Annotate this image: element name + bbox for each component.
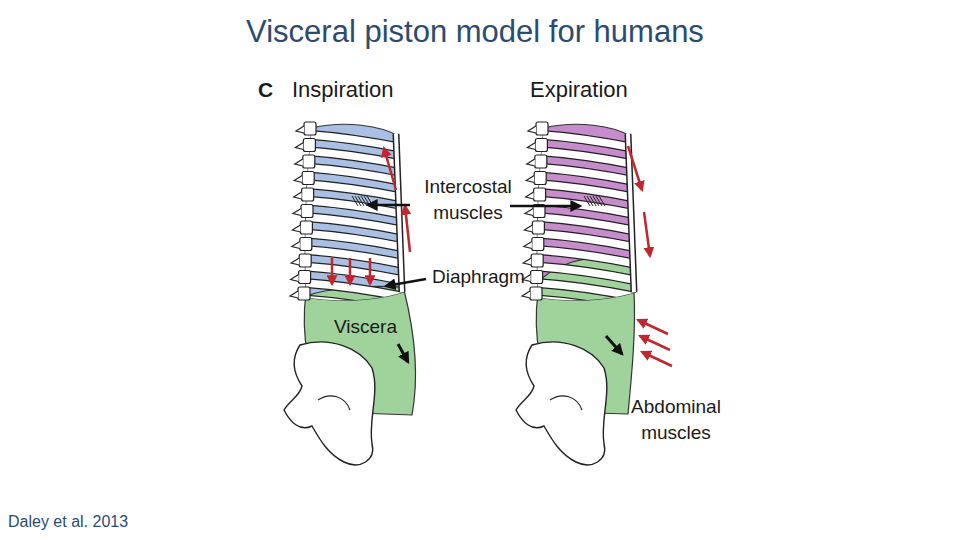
vertebra	[299, 271, 311, 284]
vertebra	[532, 238, 544, 251]
spinous-process	[527, 143, 535, 150]
leader-line	[386, 279, 426, 286]
pelvis	[516, 342, 607, 465]
vertebra	[535, 155, 547, 168]
part-label: Diaphragm	[432, 266, 525, 289]
spinous-process	[290, 291, 298, 298]
vertebra	[303, 139, 315, 152]
intercostal-hatch	[599, 196, 605, 206]
spinous-process	[526, 176, 534, 183]
rib-outline	[296, 299, 412, 315]
motion-arrow	[384, 148, 396, 190]
rib-cage-inner	[296, 134, 412, 315]
motion-arrow	[638, 320, 668, 334]
spinous-process	[522, 291, 530, 298]
vertebra	[301, 205, 313, 218]
vertebra	[532, 221, 544, 234]
motion-arrow	[369, 258, 372, 284]
citation: Daley et al. 2013	[8, 513, 128, 531]
intercostal-hatch	[587, 196, 593, 206]
motion-arrow	[644, 212, 650, 256]
intercostal-hatch	[352, 196, 358, 206]
spinous-process	[523, 258, 531, 265]
pelvis-detail	[318, 396, 350, 410]
spinous-process	[291, 275, 299, 282]
vertebra	[531, 254, 543, 267]
intercostal-hatch	[590, 196, 596, 206]
spinous-process	[295, 159, 303, 166]
vertebra	[534, 172, 546, 185]
intercostal-hatch	[584, 196, 590, 206]
vertebra	[536, 122, 548, 135]
intercostal-hatch	[358, 196, 364, 206]
panel-heading: Inspiration	[292, 77, 394, 103]
spinous-process	[524, 225, 532, 232]
pelvis-detail	[550, 396, 582, 410]
part-label: Intercostal muscles	[412, 174, 524, 226]
spinous-process	[295, 143, 303, 150]
leader-line	[510, 205, 580, 208]
vertebra	[535, 139, 547, 152]
vertebra	[299, 254, 311, 267]
spinous-process	[293, 209, 301, 216]
spinous-process	[294, 192, 302, 199]
sternum-outline	[396, 134, 402, 292]
motion-arrow	[331, 258, 334, 284]
motion-arrow	[642, 352, 672, 366]
intercostal-hatch	[361, 196, 367, 206]
intercostal-hatch	[355, 196, 361, 206]
panel-heading: Expiration	[530, 77, 628, 103]
spinous-process	[292, 242, 300, 249]
spinous-process	[526, 192, 534, 199]
panel-letter: C	[258, 77, 273, 102]
motion-arrow	[405, 206, 410, 252]
leader-line	[368, 204, 410, 207]
spinous-process	[291, 258, 299, 265]
torso-figure	[516, 122, 644, 465]
motion-arrow	[640, 336, 670, 350]
vertebra	[298, 287, 310, 300]
vertebra	[302, 172, 314, 185]
motion-arrow	[628, 146, 642, 190]
intercostal-hatch	[593, 196, 599, 206]
vertebra	[304, 122, 316, 135]
intercostal-hatch	[596, 196, 602, 206]
viscera-arrow	[606, 336, 622, 354]
spinous-process	[525, 209, 533, 216]
spinous-process	[294, 176, 302, 183]
pelvis	[284, 342, 375, 465]
rib	[528, 299, 644, 315]
vertebra	[534, 188, 546, 201]
part-label: Viscera	[334, 316, 397, 339]
rib-outline	[528, 299, 644, 315]
torso-figure	[284, 122, 416, 465]
vertebra	[303, 155, 315, 168]
rib	[296, 299, 412, 315]
motion-arrow	[349, 258, 352, 284]
vertebra	[300, 238, 312, 251]
vertebra	[530, 287, 542, 300]
rib-cage-inner	[528, 134, 644, 315]
spinous-process	[528, 126, 536, 133]
sternum	[396, 134, 402, 292]
slide-title: Visceral piston model for humans	[0, 14, 955, 50]
vertebra	[300, 221, 312, 234]
spinous-process	[527, 159, 535, 166]
spinous-process	[292, 225, 300, 232]
vertebra	[531, 271, 543, 284]
spinous-process	[296, 126, 304, 133]
part-label: Abdominal muscles	[620, 394, 732, 446]
spinous-process	[524, 242, 532, 249]
vertebra	[302, 188, 314, 201]
viscera-arrow	[398, 344, 408, 362]
